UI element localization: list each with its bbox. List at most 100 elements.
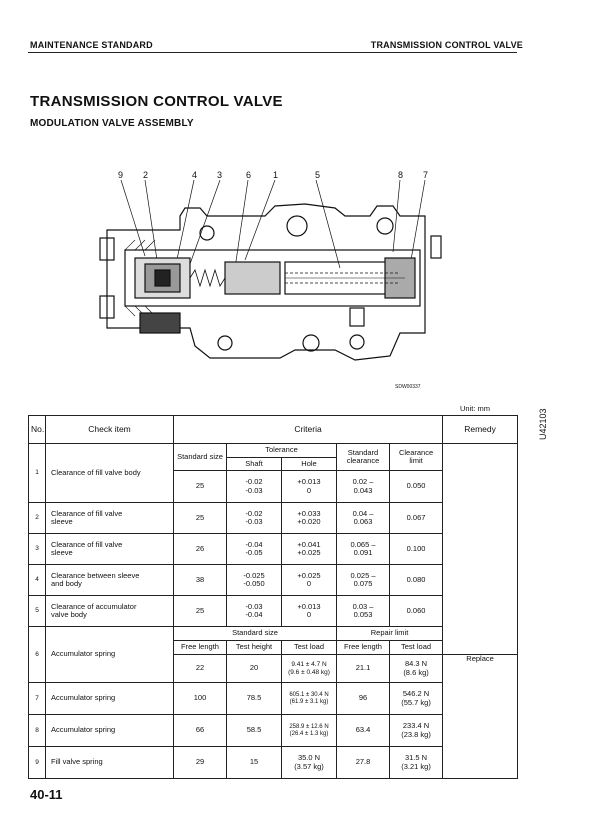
col-header-criteria: Criteria bbox=[172, 415, 444, 444]
check-item: Clearance of fill valve sleeve bbox=[45, 502, 174, 534]
remedy-value: Replace bbox=[442, 654, 519, 779]
repair-test-load-value: 546.2 N (55.7 kg) bbox=[388, 682, 444, 715]
test-load-value: 605.1 ± 30.4 N (61.9 ± 3.1 kg) bbox=[281, 682, 337, 715]
callout-6: 6 bbox=[246, 170, 252, 180]
sub-header-hole: Hole bbox=[281, 457, 337, 471]
free-length-value: 66 bbox=[173, 714, 227, 747]
callout-4: 4 bbox=[192, 170, 198, 180]
unit-label: Unit: mm bbox=[460, 404, 490, 413]
repair-test-load-value: 31.5 N (3.21 kg) bbox=[388, 746, 444, 779]
sub-header-spring-standard-size: Standard size bbox=[173, 626, 337, 641]
standard-size-value: 25 bbox=[173, 470, 227, 503]
callout-3: 3 bbox=[217, 170, 223, 180]
standard-size-value: 26 bbox=[173, 533, 227, 565]
row-no: 3 bbox=[28, 533, 46, 565]
repair-test-load-value: 233.4 N (23.8 kg) bbox=[388, 714, 444, 747]
sub-header-standard-clearance: Standard clearance bbox=[336, 443, 390, 471]
shaft-tolerance: -0.02 -0.03 bbox=[226, 502, 282, 534]
repair-free-length-value: 63.4 bbox=[336, 714, 390, 747]
callout-7: 7 bbox=[423, 170, 429, 180]
standard-clearance-value: 0.065 – 0.091 bbox=[336, 533, 390, 565]
shaft-tolerance: -0.02 -0.03 bbox=[226, 470, 282, 503]
repair-free-length-value: 96 bbox=[336, 682, 390, 715]
repair-free-length-value: 21.1 bbox=[336, 654, 390, 683]
clearance-limit-value: 0.067 bbox=[388, 502, 444, 534]
sub-header-shaft: Shaft bbox=[226, 457, 282, 471]
test-height-value: 20 bbox=[226, 654, 282, 683]
test-load-value: 258.9 ± 12.6 N (26.4 ± 1.3 kg) bbox=[281, 714, 337, 747]
shaft-tolerance: -0.025 -0.050 bbox=[226, 564, 282, 596]
standard-clearance-value: 0.02 – 0.043 bbox=[336, 470, 390, 503]
header-left: MAINTENANCE STANDARD bbox=[30, 40, 153, 50]
row-no: 8 bbox=[28, 714, 46, 747]
callout-9: 9 bbox=[118, 170, 124, 180]
free-length-value: 100 bbox=[173, 682, 227, 715]
valve-cross-section-diagram bbox=[99, 179, 442, 361]
check-item: Accumulator spring bbox=[45, 626, 174, 683]
sub-header-test-load: Test load bbox=[281, 640, 337, 655]
check-item: Clearance of fill valve body bbox=[45, 443, 174, 503]
standard-size-value: 25 bbox=[173, 595, 227, 627]
check-item: Accumulator spring bbox=[45, 714, 174, 747]
shaft-tolerance: -0.03 -0.04 bbox=[226, 595, 282, 627]
maintenance-standard-table: No. Check item Criteria Remedy 1 Clearan… bbox=[28, 415, 519, 779]
standard-clearance-value: 0.025 – 0.075 bbox=[336, 564, 390, 596]
sub-header-test-height: Test height bbox=[226, 640, 282, 655]
hole-tolerance: +0.033 +0.020 bbox=[281, 502, 337, 534]
hole-tolerance: +0.013 0 bbox=[281, 470, 337, 503]
repair-free-length-value: 27.8 bbox=[336, 746, 390, 779]
row-no: 2 bbox=[28, 502, 46, 534]
sub-header-standard-size: Standard size bbox=[173, 443, 227, 471]
row-no: 5 bbox=[28, 595, 46, 627]
test-height-value: 15 bbox=[226, 746, 282, 779]
free-length-value: 22 bbox=[173, 654, 227, 683]
repair-test-load-value: 84.3 N (8.6 kg) bbox=[388, 654, 444, 683]
standard-size-value: 38 bbox=[173, 564, 227, 596]
sub-header-free-length: Free length bbox=[173, 640, 227, 655]
sub-header-repair-limit: Repair limit bbox=[335, 626, 444, 641]
header-right: TRANSMISSION CONTROL VALVE bbox=[370, 40, 523, 50]
test-load-value: 9.41 ± 4.7 N (9.6 ± 0.48 kg) bbox=[281, 654, 337, 683]
row-no: 4 bbox=[28, 564, 46, 596]
callout-2: 2 bbox=[143, 170, 149, 180]
sub-header-tolerance: Tolerance bbox=[226, 443, 337, 458]
clearance-limit-value: 0.060 bbox=[388, 595, 444, 627]
check-item: Accumulator spring bbox=[45, 682, 174, 715]
callout-1: 1 bbox=[273, 170, 279, 180]
shaft-tolerance: -0.04 -0.05 bbox=[226, 533, 282, 565]
free-length-value: 29 bbox=[173, 746, 227, 779]
sub-header-repair-free-length: Free length bbox=[336, 640, 390, 655]
check-item: Clearance of accumulator valve body bbox=[45, 595, 174, 627]
standard-clearance-value: 0.04 – 0.063 bbox=[336, 502, 390, 534]
figure-code: SDW00337 bbox=[395, 384, 421, 390]
clearance-limit-value: 0.080 bbox=[388, 564, 444, 596]
header-rule bbox=[28, 52, 517, 53]
col-header-check-item: Check item bbox=[45, 415, 174, 444]
hole-tolerance: +0.013 0 bbox=[281, 595, 337, 627]
side-code: U42103 bbox=[538, 408, 548, 440]
page-title: TRANSMISSION CONTROL VALVE bbox=[30, 93, 283, 110]
check-item: Fill valve spring bbox=[45, 746, 174, 779]
hole-tolerance: +0.025 0 bbox=[281, 564, 337, 596]
row-no: 1 bbox=[28, 443, 46, 503]
clearance-limit-value: 0.100 bbox=[388, 533, 444, 565]
check-item: Clearance between sleeve and body bbox=[45, 564, 174, 596]
standard-size-value: 25 bbox=[173, 502, 227, 534]
row-no: 7 bbox=[28, 682, 46, 715]
row-no: 9 bbox=[28, 746, 46, 779]
test-height-value: 58.5 bbox=[226, 714, 282, 747]
sub-header-repair-test-load: Test load bbox=[388, 640, 444, 655]
callout-8: 8 bbox=[398, 170, 404, 180]
callout-5: 5 bbox=[315, 170, 321, 180]
page-number: 40-11 bbox=[30, 787, 63, 802]
check-item: Clearance of fill valve sleeve bbox=[45, 533, 174, 565]
col-header-remedy: Remedy bbox=[442, 415, 519, 444]
test-load-value: 35.0 N (3.57 kg) bbox=[281, 746, 337, 779]
col-header-no: No. bbox=[28, 415, 46, 444]
clearance-limit-value: 0.050 bbox=[388, 470, 444, 503]
sub-header-clearance-limit: Clearance limit bbox=[388, 443, 444, 471]
standard-clearance-value: 0.03 – 0.053 bbox=[336, 595, 390, 627]
row-no: 6 bbox=[28, 626, 46, 683]
hole-tolerance: +0.041 +0.025 bbox=[281, 533, 337, 565]
test-height-value: 78.5 bbox=[226, 682, 282, 715]
